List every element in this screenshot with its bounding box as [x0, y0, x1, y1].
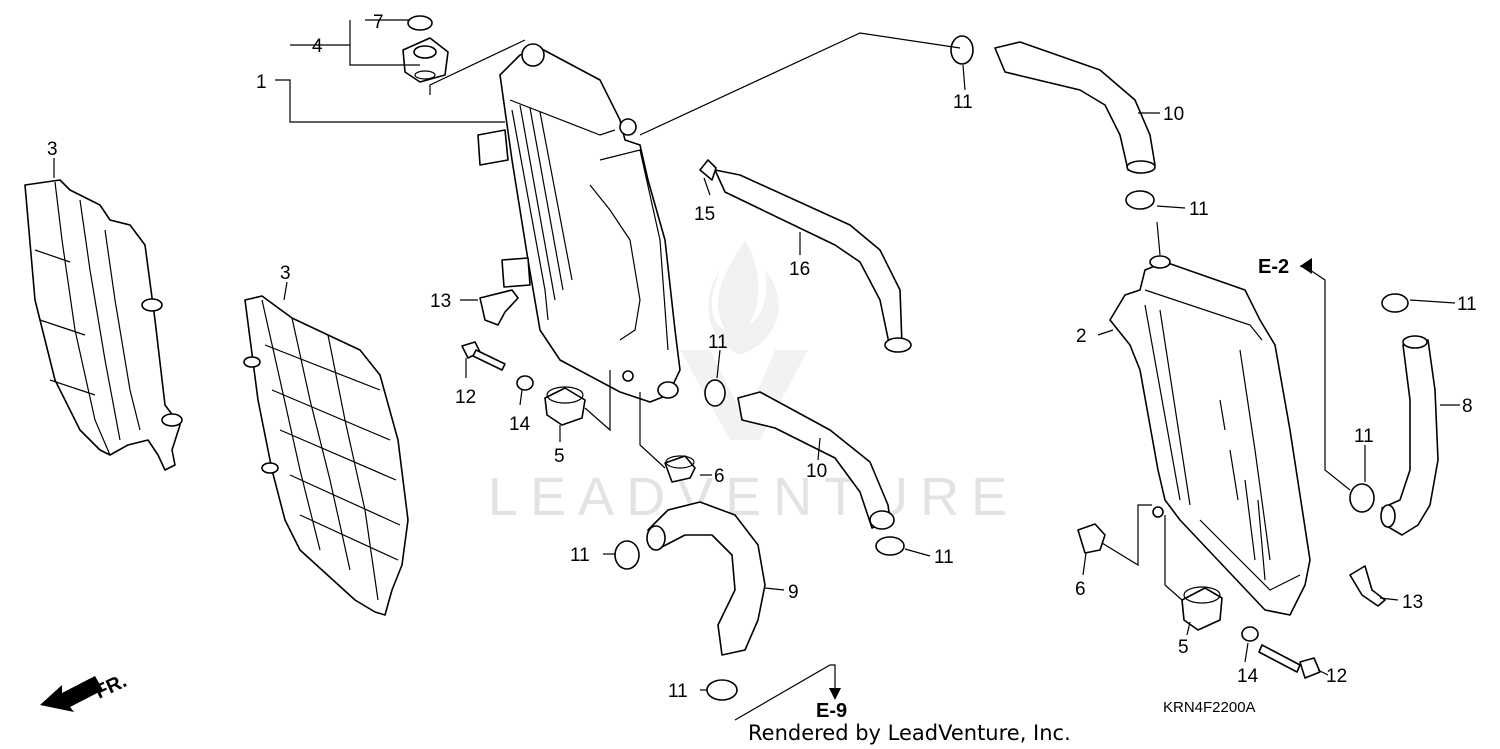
hose-clamp	[614, 35, 1409, 701]
leader-lines	[53, 19, 1460, 721]
callout-13-left: 13	[430, 291, 451, 312]
callout-11-far-right: 11	[1457, 294, 1477, 315]
callout-7: 7	[373, 12, 384, 33]
clip-right	[1349, 565, 1386, 607]
render-credit: Rendered by LeadVenture, Inc.	[748, 721, 1071, 745]
callout-15: 15	[694, 204, 715, 225]
callout-3-grille: 3	[280, 263, 291, 284]
front-direction-label: FR.	[92, 670, 130, 704]
hose-8	[1380, 335, 1439, 536]
radiator-right	[1109, 255, 1311, 616]
callout-8: 8	[1462, 396, 1473, 417]
front-direction-arrow	[40, 676, 103, 712]
e9-arrowhead	[829, 688, 841, 700]
reference-e9: E-9	[816, 700, 847, 722]
hose-cap-15	[699, 159, 717, 181]
diagram-code: KRN4F2200A	[1163, 699, 1256, 716]
bolt-right	[1258, 644, 1321, 679]
grommet-right	[1181, 586, 1223, 631]
callout-14-right: 14	[1237, 666, 1259, 687]
radiator-left	[477, 43, 681, 403]
watermark-logo	[680, 240, 808, 440]
collar-left	[664, 455, 696, 483]
callout-1: 1	[256, 72, 267, 93]
washer-left	[516, 375, 534, 391]
e2-arrowhead	[1300, 258, 1312, 274]
cap-seal	[407, 15, 433, 31]
callout-12-right: 12	[1326, 666, 1347, 687]
clip-left	[479, 289, 519, 326]
callout-5-right: 5	[1178, 637, 1189, 658]
callout-11-lower: 11	[934, 547, 954, 568]
reference-e2: E-2	[1258, 256, 1289, 278]
callout-4: 4	[312, 36, 323, 57]
callout-6-right: 6	[1075, 579, 1086, 600]
callout-13-right: 13	[1402, 592, 1423, 613]
watermark-text: LEADVENTURE	[488, 467, 1019, 527]
radiator-shroud-left	[24, 179, 183, 471]
callout-12-left: 12	[455, 387, 476, 408]
callout-6-left: 6	[714, 466, 725, 487]
callout-11-hose9: 11	[570, 545, 590, 566]
hose-9	[646, 501, 766, 656]
radiator-cap	[402, 37, 449, 83]
callout-10-lower: 10	[806, 461, 827, 482]
callout-9: 9	[788, 582, 799, 603]
collar-right	[1077, 523, 1106, 554]
callout-10-upper: 10	[1163, 104, 1184, 125]
lower-hose-10	[737, 391, 895, 530]
callout-11-bottom: 11	[668, 681, 688, 702]
callout-16: 16	[789, 259, 810, 280]
callout-2: 2	[1076, 326, 1087, 347]
callout-5-left: 5	[554, 446, 565, 467]
washer-right	[1241, 626, 1259, 642]
callout-3-shroud: 3	[47, 139, 58, 160]
grommet-left	[544, 386, 586, 426]
callout-labels: 1 4 7 3 3 13 12 14 5 6 15 16 11 10 11 11…	[47, 12, 1477, 702]
callout-11-upper-right: 11	[1189, 199, 1209, 220]
bolt-left	[461, 341, 506, 371]
radiator-grille	[243, 295, 409, 616]
callout-11-mid: 11	[708, 332, 728, 353]
callout-14-left: 14	[509, 414, 531, 435]
callout-11-top: 11	[953, 92, 973, 113]
hose-16	[714, 169, 912, 353]
callout-11-hose8: 11	[1354, 426, 1374, 447]
upper-hose-10	[994, 41, 1156, 174]
